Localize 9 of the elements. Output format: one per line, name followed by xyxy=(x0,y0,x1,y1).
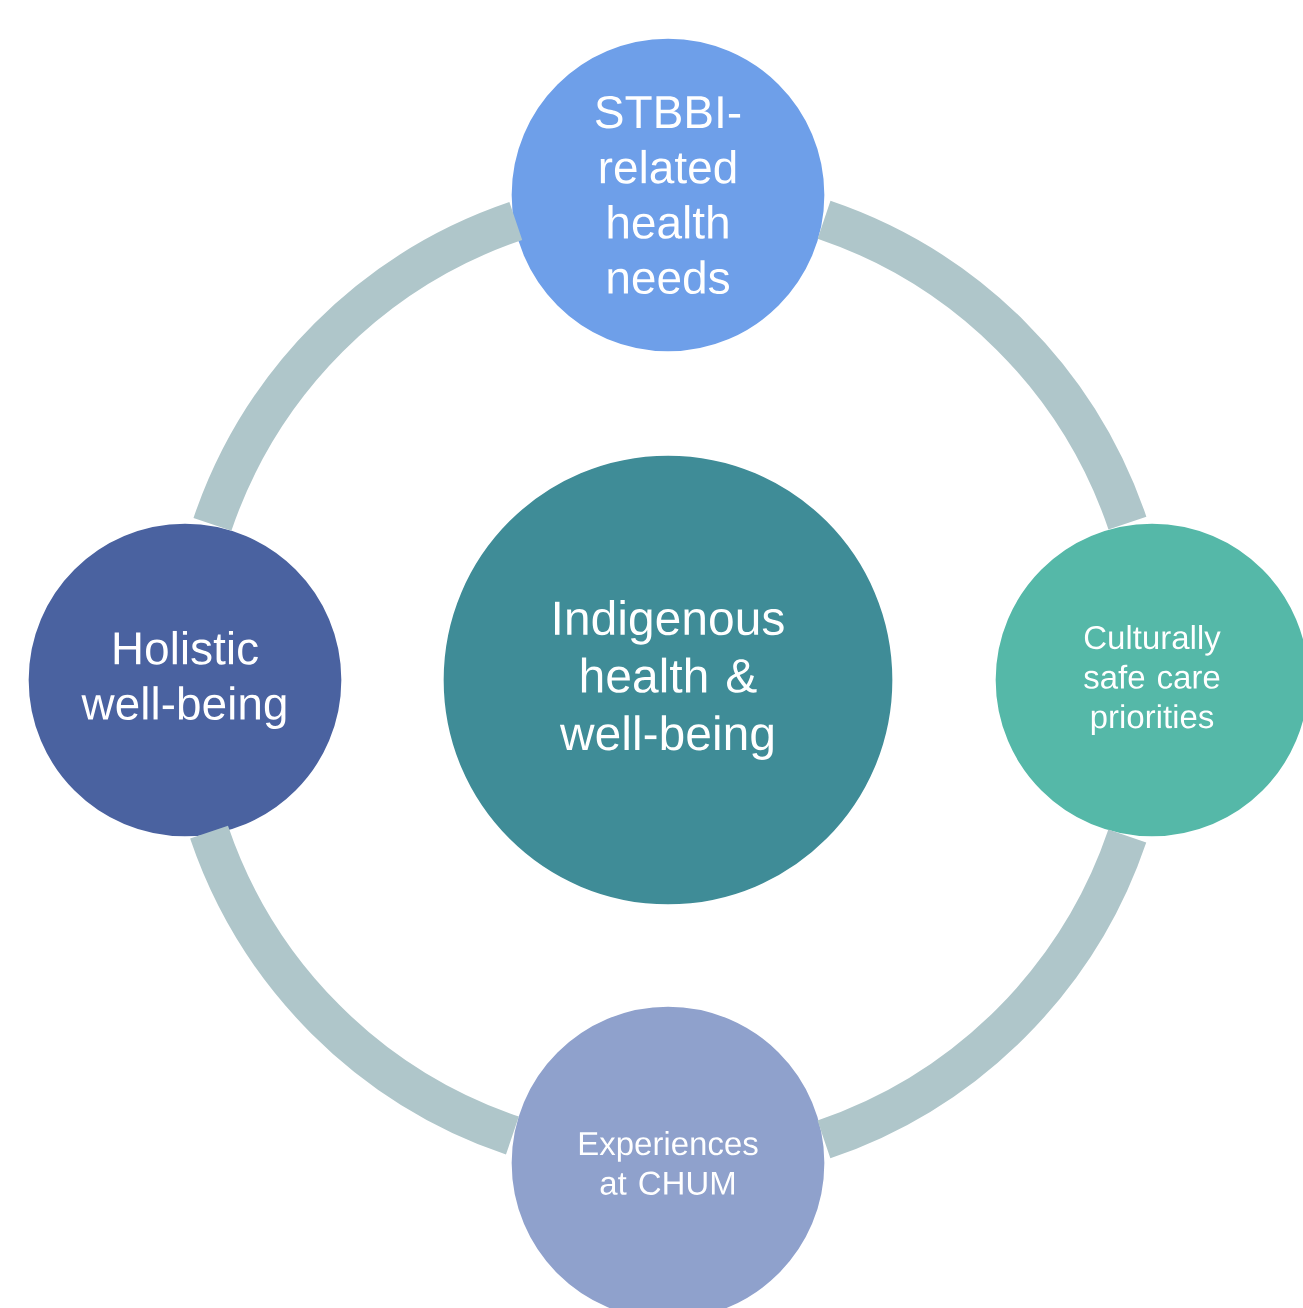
circle-node: STBBI-related health needs xyxy=(508,35,828,355)
ring-arc xyxy=(190,825,520,1155)
circle-node: Experiences at CHUM xyxy=(508,1003,828,1308)
circle-node: Indigenous health & well-being xyxy=(440,452,896,908)
circle-node: Holistic well-being xyxy=(25,520,345,840)
ring-arc xyxy=(816,201,1147,531)
ring-arc xyxy=(193,202,523,532)
circle-node: Culturally safe care priorities xyxy=(992,520,1303,840)
ring-arc xyxy=(816,828,1146,1159)
